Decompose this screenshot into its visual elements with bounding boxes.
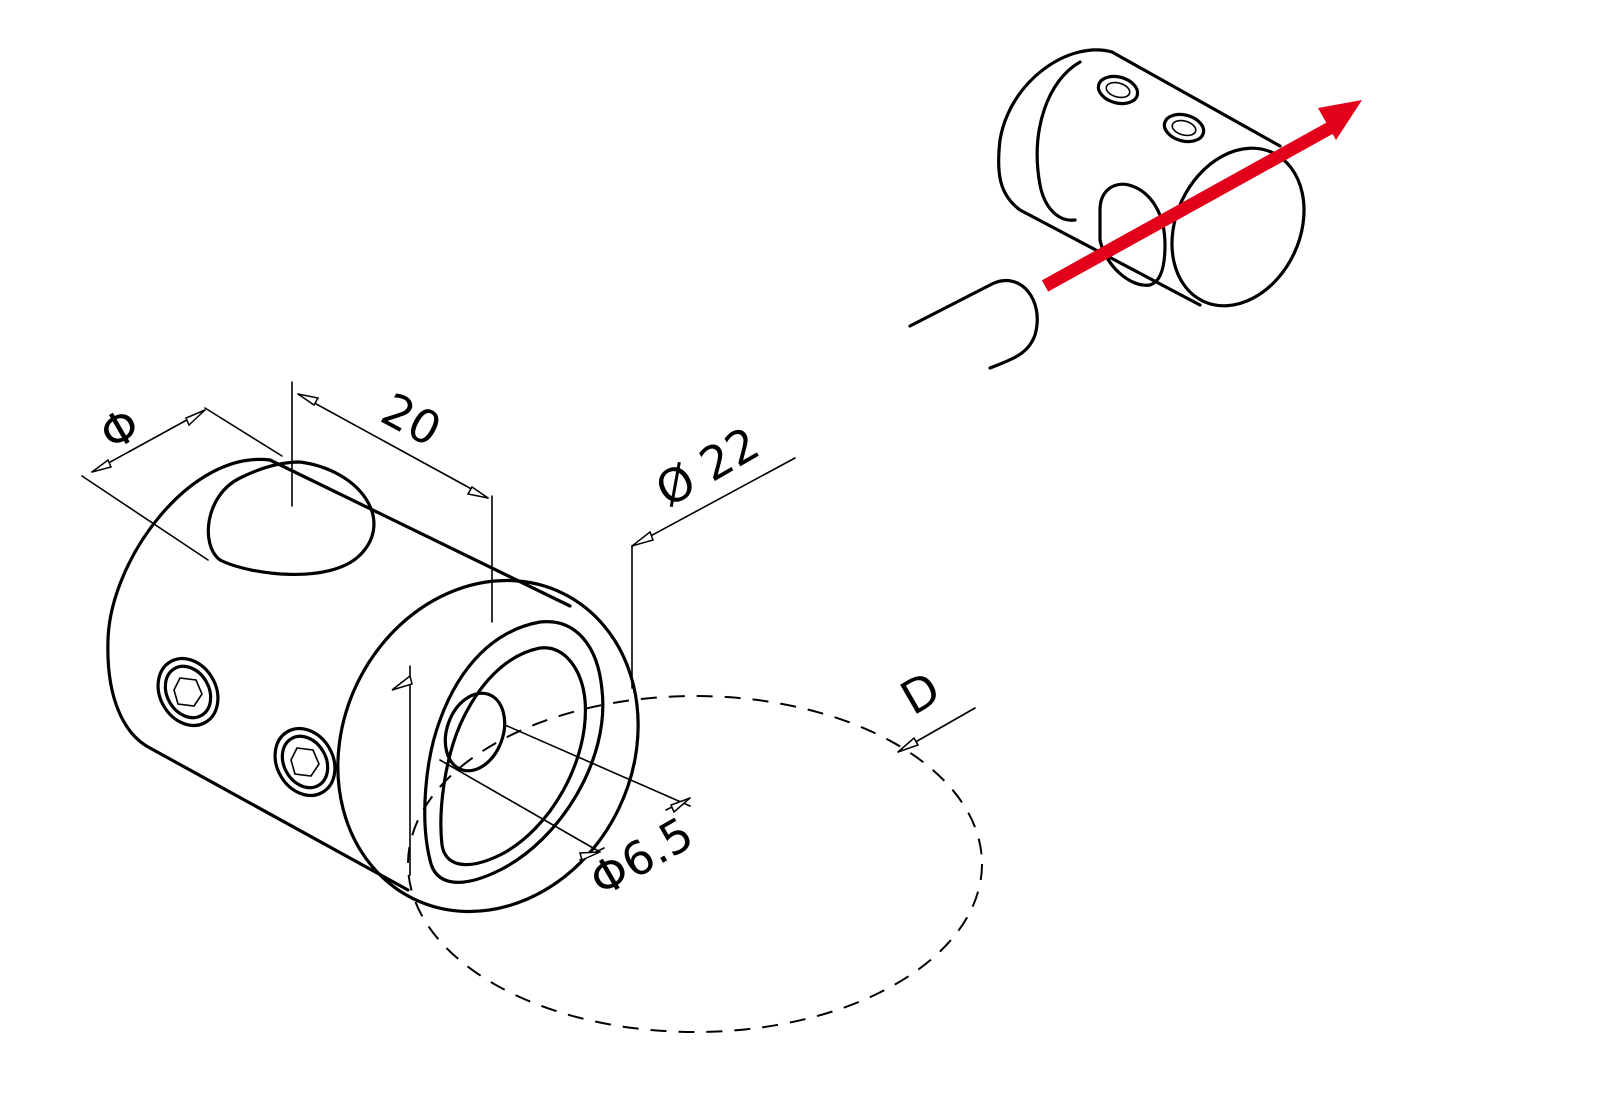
dim-rod-diameter: Φ [81,397,283,561]
dim-outer-diameter-label: Ø 22 [647,416,769,517]
assembly-view [908,48,1362,370]
assembly-screw-1 [1096,74,1140,106]
dim-post-diameter-label: D [892,661,950,725]
body-outline [106,457,410,892]
post-circle-dashed [407,695,983,1033]
bore-hole [443,691,507,773]
end-face-outer [336,578,640,914]
dim-hole-diameter-label: Φ6.5 [581,806,703,907]
dim-post-diameter: D [892,661,976,753]
direction-arrow-head [1318,100,1362,140]
top-saddle-hole [206,460,376,577]
main-part-view: Φ 20 Ø 22 Φ6.5 [81,381,983,1033]
connector-top-edge [1110,50,1282,148]
end-face-inner-rim-2 [439,646,588,867]
rod [908,278,1039,370]
connector-end-face [1170,146,1306,308]
connector-body [997,48,1202,307]
end-face-inner-rim [423,620,605,884]
hex-screw-2 [273,727,337,797]
dim-length: 20 [291,381,493,623]
hex-screw-1 [156,657,220,727]
connector-left-end [1035,60,1082,222]
dim-rod-diameter-label: Φ [91,397,149,462]
connector-slot [1098,182,1167,287]
body-top-edge [268,458,572,608]
dim-outer-diameter: Ø 22 [631,416,796,689]
direction-arrow [1041,100,1362,292]
dim-hole-diameter: Φ6.5 [391,665,703,908]
dim-length-label: 20 [373,382,450,457]
assembly-screw-2 [1162,112,1206,144]
